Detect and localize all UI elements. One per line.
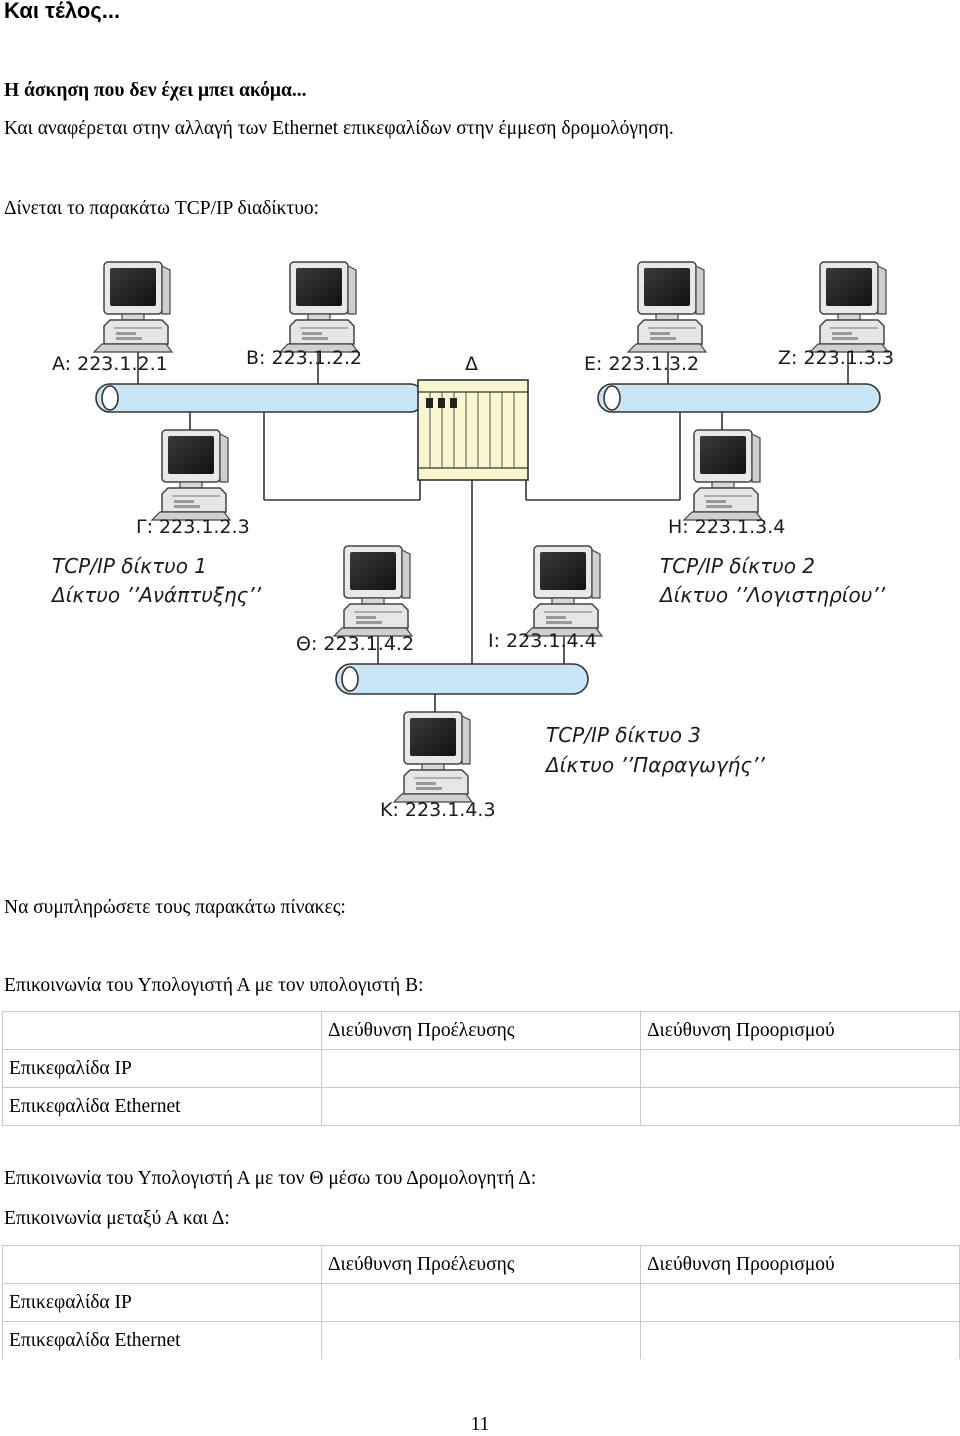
- ethernet-bus-3: [335, 663, 589, 695]
- host-th-label: Θ: 223.1.4.2: [296, 633, 414, 655]
- exercise-title: Η άσκηση που δεν έχει μπει ακόμα...: [4, 80, 307, 101]
- ip-source-cell: [321, 1049, 641, 1088]
- table-row: Επικεφαλίδα Ethernet: [2, 1087, 960, 1126]
- table-row: Επικεφαλίδα Ethernet: [2, 1321, 960, 1359]
- host-b-label: B: 223.1.2.2: [246, 347, 362, 369]
- host-e-label: E: 223.1.3.2: [584, 353, 699, 375]
- page-heading: Και τέλος...: [4, 0, 121, 23]
- network-1-description: Δίκτυο ’’Ανάπτυξης’’: [50, 583, 262, 607]
- table-row: Επικεφαλίδα IP: [2, 1283, 960, 1322]
- network-2-description: Δίκτυο ’’Λογιστηρίου’’: [658, 583, 886, 607]
- ethernet-bus-1: [95, 383, 425, 413]
- computer-b-icon: [279, 261, 359, 353]
- host-z-label: Z: 223.1.3.3: [778, 347, 894, 369]
- router-label: Δ: [465, 353, 478, 375]
- ip-source-cell: [321, 1283, 641, 1322]
- ip-destination-cell: [640, 1049, 960, 1088]
- exercise-description: Και αναφέρεται στην αλλαγή των Ethernet …: [4, 118, 674, 139]
- computer-h-icon: [683, 429, 763, 521]
- network-2-name: TCP/IP δίκτυο 2: [660, 554, 815, 578]
- table-row: Διεύθυνση Προέλευσης Διεύθυνση Προορισμο…: [2, 1011, 960, 1050]
- router-icon: [417, 379, 529, 481]
- network-1-name: TCP/IP δίκτυο 1: [52, 554, 207, 578]
- table-row: Επικεφαλίδα IP: [2, 1049, 960, 1088]
- computer-z-icon: [809, 261, 889, 353]
- given-text: Δίνεται το παρακάτω TCP/IP διαδίκτυο:: [4, 198, 320, 219]
- computer-e-icon: [627, 261, 707, 353]
- computer-a-icon: [93, 261, 173, 353]
- computer-k-icon: [393, 711, 473, 803]
- ethernet-bus-2: [597, 383, 881, 413]
- ethernet-source-cell: [321, 1087, 641, 1126]
- computer-g-icon: [151, 429, 231, 521]
- header-table-a-b: Διεύθυνση Προέλευσης Διεύθυνση Προορισμο…: [2, 1011, 960, 1126]
- host-h-label: H: 223.1.3.4: [668, 516, 785, 538]
- ethernet-destination-cell: [640, 1087, 960, 1126]
- connection-wires: [137, 340, 849, 712]
- ip-header-label: Επικεφαλίδα IP: [2, 1049, 322, 1088]
- host-i-label: I: 223.1.4.4: [488, 630, 597, 652]
- host-g-label: Γ: 223.1.2.3: [136, 516, 250, 538]
- host-a-label: A: 223.1.2.1: [52, 353, 168, 375]
- source-address-header: Διεύθυνση Προέλευσης: [321, 1011, 641, 1050]
- page-number: 11: [470, 1414, 490, 1435]
- ip-destination-cell: [640, 1283, 960, 1322]
- ethernet-header-label: Επικεφαλίδα Ethernet: [2, 1087, 322, 1126]
- table-cell: [2, 1011, 322, 1050]
- ip-header-label: Επικεφαλίδα IP: [2, 1283, 322, 1322]
- ethernet-destination-cell: [640, 1321, 960, 1359]
- destination-address-header: Διεύθυνση Προορισμού: [640, 1011, 960, 1050]
- table-cell: [2, 1245, 322, 1284]
- header-table-a-d: Διεύθυνση Προέλευσης Διεύθυνση Προορισμο…: [2, 1245, 960, 1359]
- destination-address-header: Διεύθυνση Προορισμού: [640, 1245, 960, 1284]
- host-k-label: K: 223.1.4.3: [380, 799, 496, 821]
- computer-th-icon: [333, 545, 413, 637]
- computer-i-icon: [523, 545, 603, 637]
- table-row: Διεύθυνση Προέλευσης Διεύθυνση Προορισμο…: [2, 1245, 960, 1284]
- ethernet-header-label: Επικεφαλίδα Ethernet: [2, 1321, 322, 1359]
- network-3-description: Δίκτυο ’’Παραγωγής’’: [544, 753, 765, 777]
- network-3-name: TCP/IP δίκτυο 3: [546, 723, 701, 747]
- source-address-header: Διεύθυνση Προέλευσης: [321, 1245, 641, 1284]
- network-diagram: Δ A: 223.1.2.1 B: 223.1.2.2 E: 223.1.3.2…: [50, 261, 894, 821]
- comm2-title: Επικοινωνία του Υπολογιστή Α με τον Θ μέ…: [4, 1168, 537, 1189]
- comm1-title: Επικοινωνία του Υπολογιστή Α με τον υπολ…: [4, 975, 424, 996]
- comm2-subtitle: Επικοινωνία μεταξύ Α και Δ:: [4, 1208, 230, 1229]
- ethernet-source-cell: [321, 1321, 641, 1359]
- fill-instruction: Να συμπληρώσετε τους παρακάτω πίνακες:: [4, 897, 346, 918]
